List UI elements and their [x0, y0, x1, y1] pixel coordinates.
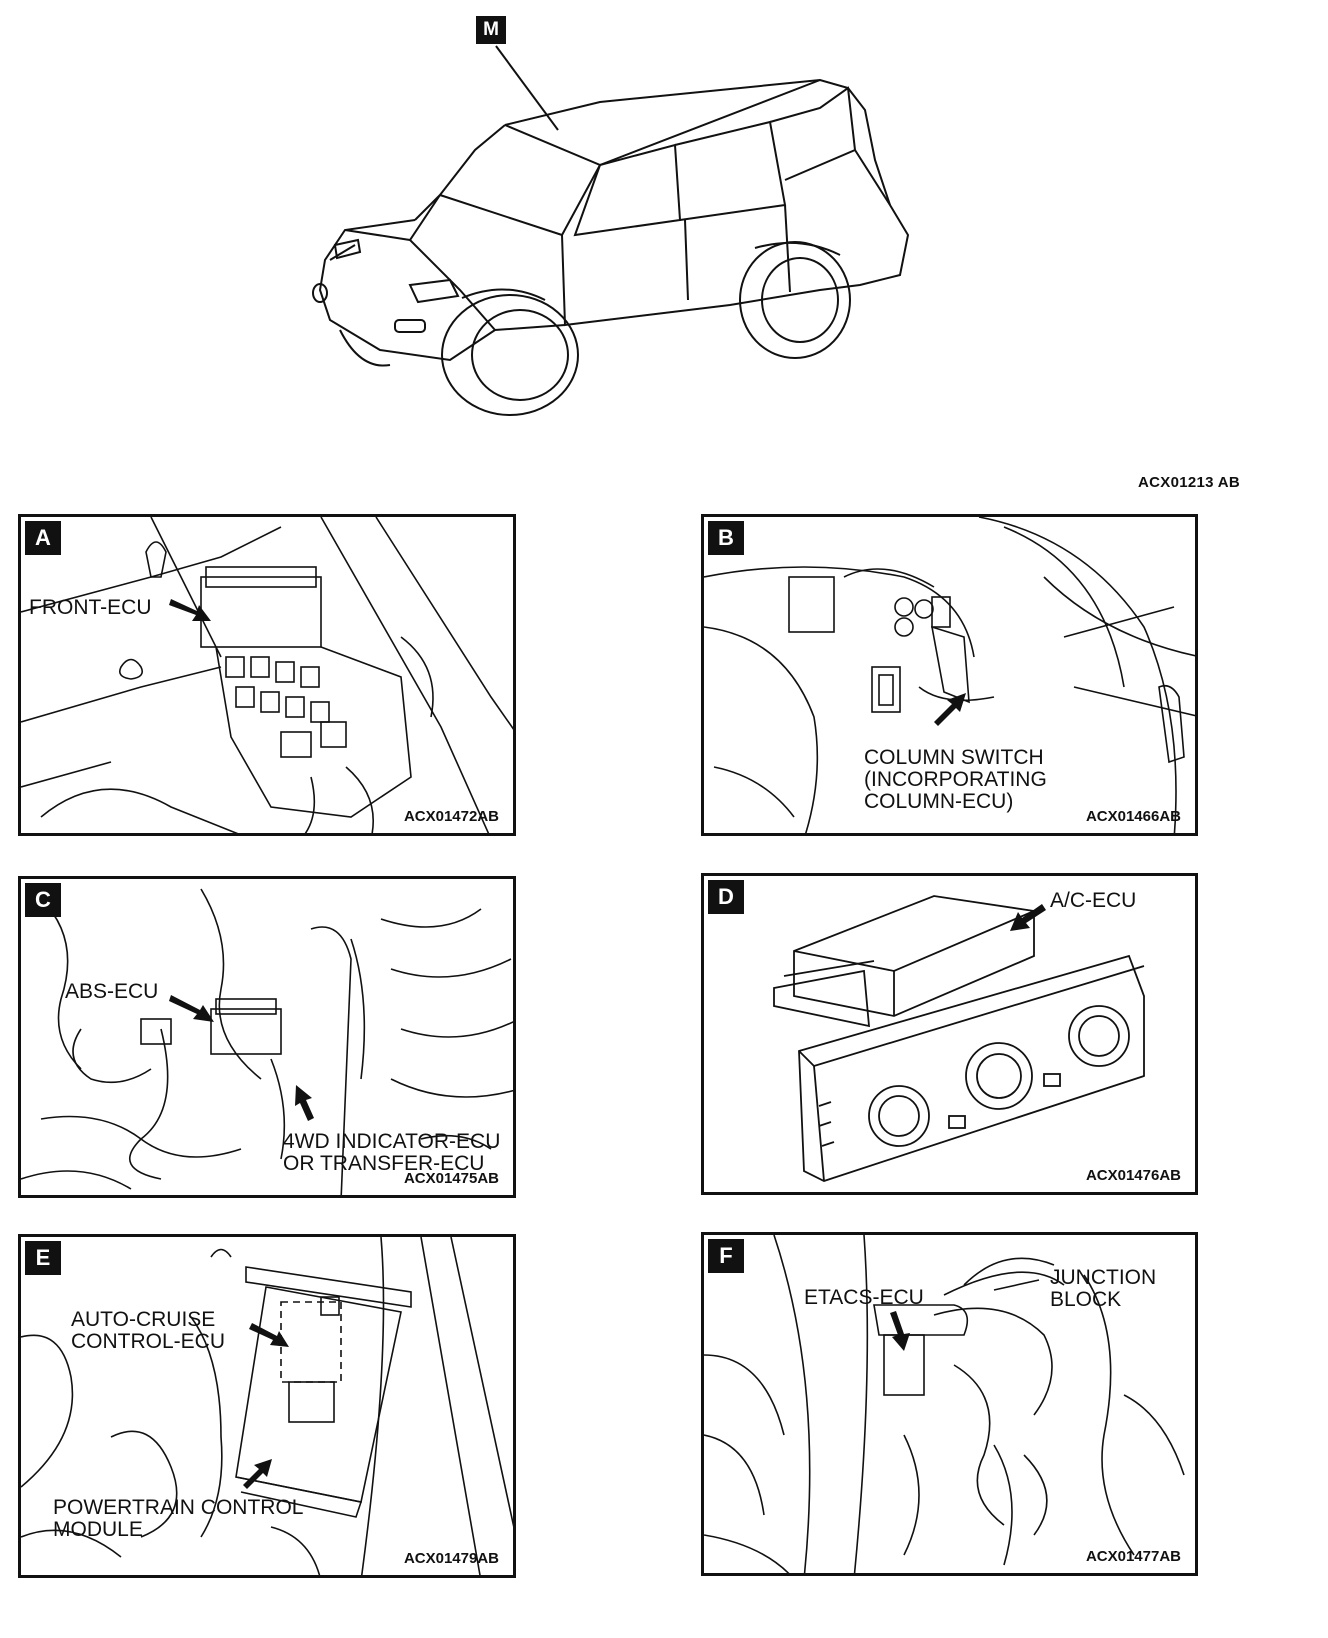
arrows-panel-c [169, 995, 314, 1121]
label-junction-block: JUNCTION BLOCK [1050, 1266, 1157, 1311]
label-abs-ecu: ABS-ECU [65, 980, 159, 1003]
label-4wd-indicator-ecu: 4WD INDICATOR-ECU OR TRANSFER-ECU [283, 1130, 501, 1175]
panel-f: F ETACS-ECU JUNCTION BLOCK ACX01477AB [701, 1232, 1198, 1576]
label-auto-cruise-ecu: AUTO-CRUISE CONTROL-ECU [71, 1308, 226, 1353]
arrow-front-ecu [169, 599, 211, 621]
panel-a-letter: A [25, 521, 61, 555]
vehicle-marker-m: M [476, 16, 506, 44]
label-etacs-ecu: ETACS-ECU [804, 1286, 924, 1309]
arrow-column-switch [934, 693, 966, 726]
arrows-panel-e [243, 1323, 289, 1489]
panel-d-letter: D [708, 880, 744, 914]
panel-a: A FRONT-ECU ACX01472AB [18, 514, 516, 836]
panel-e-letter: E [25, 1241, 61, 1275]
vehicle-illustration [312, 45, 910, 416]
panel-b-code: ACX01466AB [1085, 808, 1181, 825]
overview-code: ACX01213 AB [1138, 474, 1240, 491]
label-front-ecu: FRONT-ECU [29, 596, 152, 619]
panel-d: D A/C-ECU ACX01476AB [701, 873, 1198, 1195]
panel-e: E AUTO-CRUISE CONTROL-ECU POWERTRAIN CON… [18, 1234, 516, 1578]
panel-a-code: ACX01472AB [403, 808, 499, 825]
panel-b: B COLUMN SWITCH (INCORPORATING COLUMN-EC… [701, 514, 1198, 836]
panel-c: C ABS-ECU 4WD INDICATOR-ECU OR TRANSFER-… [18, 876, 516, 1198]
panel-c-code: ACX01475AB [403, 1170, 499, 1187]
panel-f-code: ACX01477AB [1085, 1548, 1181, 1565]
panel-d-code: ACX01476AB [1085, 1167, 1181, 1184]
label-column-switch: COLUMN SWITCH (INCORPORATING COLUMN-ECU) [864, 746, 1047, 813]
panel-c-letter: C [25, 883, 61, 917]
panel-b-letter: B [708, 521, 744, 555]
panel-e-code: ACX01479AB [403, 1550, 499, 1567]
panel-f-letter: F [708, 1239, 744, 1273]
label-ac-ecu: A/C-ECU [1050, 889, 1137, 912]
arrow-etacs-ecu [890, 1279, 1040, 1351]
label-powertrain-control-module: POWERTRAIN CONTROL MODULE [53, 1496, 304, 1541]
arrow-ac-ecu [1010, 904, 1046, 931]
